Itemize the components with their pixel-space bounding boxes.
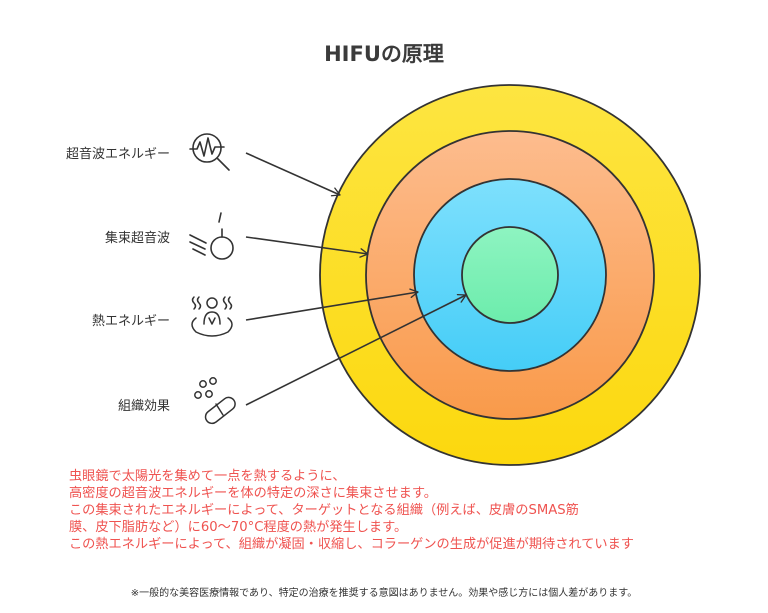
description-line-1: 虫眼鏡で太陽光を集めて一点を熱するように、 — [69, 469, 346, 484]
hot-spring-person-icon — [191, 296, 233, 337]
description-line-2: 高密度の超音波エネルギーを体の特定の深さに集束させます。 — [69, 486, 437, 501]
arrow-focused-ultrasound — [245, 236, 369, 258]
disclaimer-text: ※一般的な美容医療情報であり、特定の治療を推奨する意図はありません。効果や感じ方… — [130, 588, 638, 599]
arrow-tissue-effect — [245, 293, 467, 406]
focused-beam-bomb-icon — [189, 212, 234, 260]
arrow-heat-energy — [245, 288, 419, 321]
label-tissue-effect: 組織効果 — [118, 399, 170, 414]
label-focused-ultrasound: 集束超音波 — [105, 230, 170, 246]
arrow-ultrasound-energy — [245, 152, 341, 197]
label-ultrasound-energy: 超音波エネルギー — [66, 146, 170, 162]
waveform-magnifier-icon — [189, 133, 230, 171]
ring-core — [461, 226, 559, 324]
description-text: 虫眼鏡で太陽光を集めて一点を熱するように、 高密度の超音波エネルギーを体の特定の… — [69, 468, 749, 553]
description-line-3: この集束されたエネルギーによって、ターゲットとなる組織（例えば、皮膚のSMAS筋 — [69, 503, 579, 518]
capsule-pills-icon — [194, 377, 236, 425]
label-heat-energy: 熱エネルギー — [92, 314, 170, 329]
description-line-4: 膜、皮下脂肪など）に60〜70°C程度の熱が発生します。 — [69, 520, 408, 535]
page-title: HIFUの原理 — [324, 42, 444, 66]
description-line-5: この熱エネルギーによって、組織が凝固・収縮し、コラーゲンの生成が促進が期待されて… — [69, 537, 634, 552]
